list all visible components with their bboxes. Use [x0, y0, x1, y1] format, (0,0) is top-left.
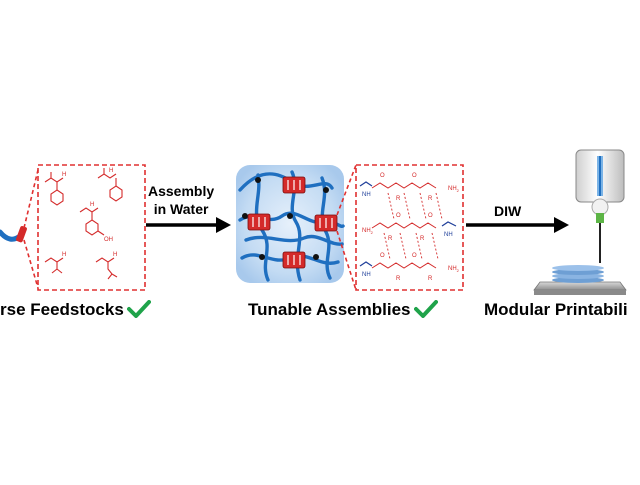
- check-icon: [126, 300, 151, 318]
- strand-termini: [359, 181, 457, 267]
- amine-label: NH: [444, 232, 453, 238]
- beta-sheet-labels: NH2 NH2 NH2 O O O O O O R R R R R R: [362, 173, 460, 282]
- amine-terminal-label: NH2: [448, 266, 460, 273]
- zoom-lines-right: [336, 164, 357, 291]
- diw-arrow: [466, 217, 569, 233]
- assembly-label-line2: in Water: [153, 201, 209, 217]
- feedstocks-label: rse Feedstocks: [0, 300, 151, 320]
- side-chain-label: R: [428, 276, 433, 282]
- amine-label: NH: [362, 192, 371, 198]
- diw-label: DIW: [494, 203, 522, 219]
- printability-label: Modular Printabili: [484, 300, 628, 320]
- carbonyl-label: O: [412, 253, 417, 259]
- network-glow: [236, 165, 344, 283]
- amine-label: H: [113, 252, 117, 258]
- side-chain-label: R: [428, 196, 433, 202]
- side-chain-label: R: [388, 236, 393, 242]
- diw-arrow-label: DIW: [494, 202, 521, 220]
- zoom-lines-left: [23, 169, 39, 289]
- amine-label: H: [109, 168, 113, 174]
- amine-terminal-label: NH2: [362, 228, 374, 235]
- amine-label: H: [90, 202, 94, 208]
- amine-label: H: [62, 172, 66, 178]
- assembly-arrow-label: Assembly in Water: [148, 182, 214, 218]
- amine-terminal-label: NH2: [448, 186, 460, 193]
- carbonyl-label: O: [428, 213, 433, 219]
- amine-label: H: [62, 252, 66, 258]
- side-chain-label: R: [396, 196, 401, 202]
- assemblies-label-text: Tunable Assemblies: [248, 300, 411, 319]
- hydrogen-bonds: [383, 192, 443, 260]
- beta-sheet-box: [355, 164, 464, 291]
- stack-detail: [252, 180, 333, 265]
- side-chain-label: R: [396, 276, 401, 282]
- assemblies-label: Tunable Assemblies: [248, 300, 438, 320]
- assembly-label-line1: Assembly: [148, 183, 215, 199]
- backbone-nh-labels: NH NH NH: [362, 192, 453, 278]
- nozzle-icon: [575, 149, 625, 263]
- feedstocks-label-text: rse Feedstocks: [0, 300, 124, 319]
- carbonyl-label: O: [380, 173, 385, 179]
- check-icon: [413, 300, 438, 318]
- printability-label-text: Modular Printabili: [484, 300, 628, 319]
- amino-acid-structures: [44, 168, 123, 280]
- crosslink-nodes: [242, 177, 329, 260]
- feedstocks-box: [37, 164, 146, 291]
- hydroxyl-label: OH: [104, 237, 113, 243]
- carbonyl-label: O: [412, 173, 417, 179]
- amino-acid-labels: OH H H H H H: [62, 168, 117, 258]
- side-chain-label: R: [420, 236, 425, 242]
- printed-layers-icon: [533, 265, 627, 295]
- carbonyl-label: O: [380, 253, 385, 259]
- peptide-strand: [0, 226, 27, 243]
- beta-sheet-strands: [371, 182, 437, 269]
- amine-label: NH: [362, 272, 371, 278]
- carbonyl-label: O: [396, 213, 401, 219]
- assembly-arrow: [146, 217, 231, 233]
